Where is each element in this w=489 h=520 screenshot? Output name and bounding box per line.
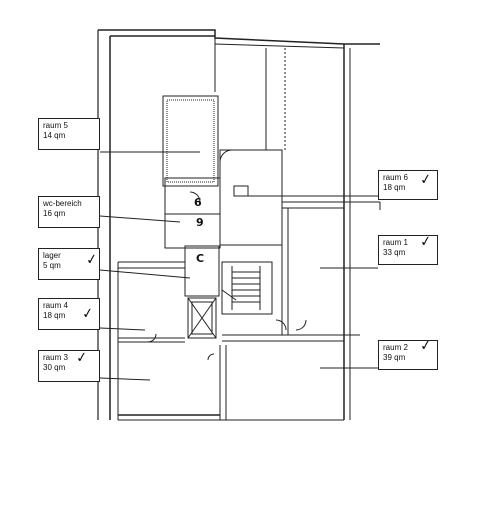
room-name: raum 3	[43, 353, 68, 362]
room-area: 18 qm	[43, 311, 66, 320]
room-label-wc-bereich: wc-bereich 16 qm	[38, 196, 100, 228]
room-area: 39 qm	[383, 353, 406, 362]
room-area: 16 qm	[43, 209, 66, 218]
room-name: raum 5	[43, 121, 68, 130]
room-area: 30 qm	[43, 363, 66, 372]
check-mark-icon: ✓	[74, 349, 89, 367]
room-name: raum 1	[383, 238, 408, 247]
room-area: 5 qm	[43, 261, 61, 270]
check-mark-icon: ✓	[84, 251, 99, 269]
room-name: lager	[43, 251, 61, 260]
wc-symbol: 9	[196, 216, 204, 229]
room-label-raum2: raum 2 39 qm	[378, 340, 438, 370]
room-area: 33 qm	[383, 248, 406, 257]
room-name: wc-bereich	[43, 199, 82, 208]
room-name: raum 2	[383, 343, 408, 352]
room-name: raum 4	[43, 301, 68, 310]
room-label-raum6: raum 6 18 qm	[378, 170, 438, 200]
check-mark-icon: ✓	[418, 171, 433, 189]
room-area: 18 qm	[383, 183, 406, 192]
room-area: 14 qm	[43, 131, 66, 140]
room-label-raum5: raum 5 14 qm	[38, 118, 100, 150]
room-label-raum1: raum 1 33 qm	[378, 235, 438, 265]
room-label-lager: lager 5 qm	[38, 248, 100, 280]
room-label-raum4: raum 4 18 qm	[38, 298, 100, 330]
check-mark-icon: ✓	[80, 305, 95, 323]
wc-symbol: 6	[194, 196, 202, 209]
wc-symbol: C	[196, 252, 205, 265]
check-mark-icon: ✓	[418, 337, 433, 355]
room-name: raum 6	[383, 173, 408, 182]
check-mark-icon: ✓	[418, 233, 433, 251]
room-label-raum3: raum 3 30 qm	[38, 350, 100, 382]
